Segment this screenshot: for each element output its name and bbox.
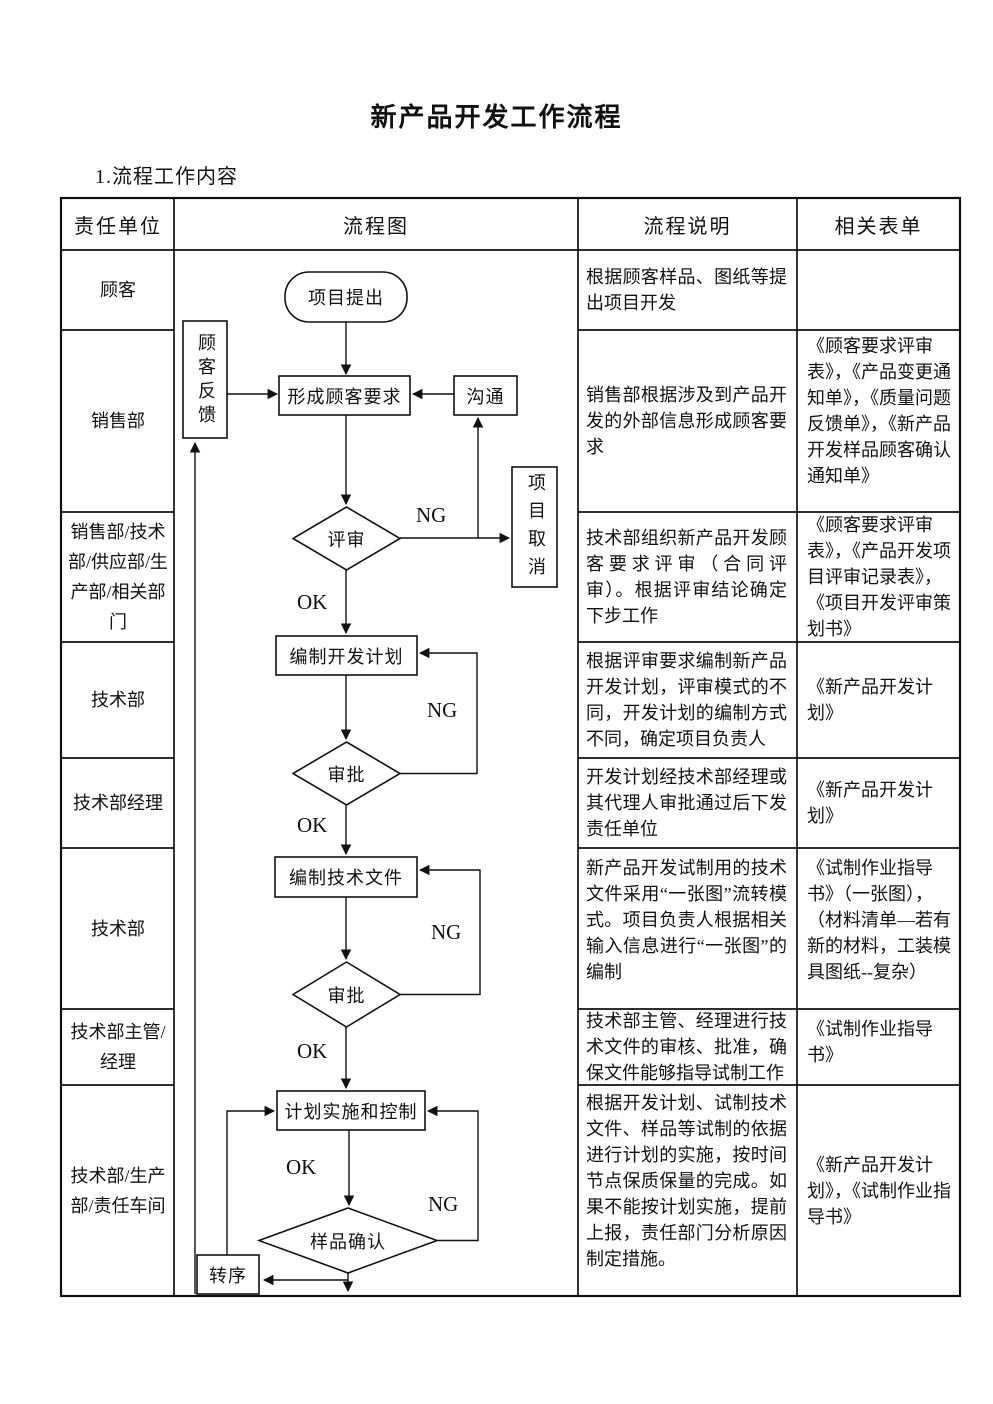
forms-cell: 《试制作业指导书》（一张图），（材料清单—若有新的材料，工装模具图纸--复杂）	[807, 858, 951, 982]
node-customer-feedback-label: 顾客反馈	[196, 332, 216, 429]
unit-cell: 技术部主管/经理	[70, 1022, 166, 1072]
description-cell: 根据开发计划、试制技术文件、样品等试制的依据进行计划的实施，按时间节点保质保量的…	[586, 1093, 787, 1269]
node-transfer-label: 转序	[209, 1265, 247, 1286]
branch-label-ng-approve1: NG	[427, 698, 458, 722]
loop-transfer-to-implement	[226, 1105, 276, 1255]
node-form-requirements-label: 形成顾客要求	[287, 386, 402, 407]
header-responsible-unit: 责任单位	[74, 215, 162, 238]
loop-sample-ng	[426, 1105, 479, 1242]
node-form-requirements-shape	[278, 375, 411, 416]
node-approve2-diamond	[291, 961, 402, 1028]
unit-cell: 技术部经理	[73, 793, 163, 813]
node-review-label: 评审	[327, 529, 366, 550]
unit-cell: 技术部	[91, 690, 145, 710]
header-related-forms: 相关表单	[834, 215, 923, 238]
forms-cell: 《试制作业指导书》	[807, 1019, 933, 1065]
branch-label-ng-approve2: NG	[431, 920, 462, 944]
description-cell: 技术部组织新产品开发顾客要求评审（合同评审）。根据评审结论确定下步工作	[586, 528, 787, 626]
flow-connectors	[189, 322, 511, 1294]
node-transfer-shape	[196, 1254, 260, 1295]
node-make-techdocs-shape	[274, 856, 418, 898]
loop-approve2-ng	[400, 864, 481, 996]
description-cell: 技术部主管、经理进行技术文件的审核、批准，确保文件能够指导试制工作	[586, 1011, 787, 1083]
unit-cell: 销售部/技术部/供应部/生产部/相关部门	[67, 522, 168, 632]
description-cell: 开发计划经技术部经理或其代理人审批通过后下发责任单位	[586, 767, 787, 839]
unit-cell: 技术部	[91, 918, 145, 939]
forms-cell: 《新产品开发计划》	[807, 780, 933, 826]
node-project-proposal-label: 项目提出	[308, 288, 384, 308]
description-cell: 新产品开发试制用的技术文件采用“一张图”流转模式。项目负责人根据相关输入信息进行…	[586, 858, 787, 982]
node-approve1-diamond	[291, 741, 402, 806]
node-review-diamond	[291, 506, 402, 571]
forms-cell: 《顾客要求评审表》，《产品变更通知单》，《质量问题反馈单》，《新产品开发样品顾客…	[807, 336, 951, 486]
branch-label-ng-review: NG	[416, 503, 447, 527]
unit-cell: 顾客	[100, 280, 136, 300]
loop-approve1-ng	[400, 647, 478, 775]
node-plan-implement-shape	[276, 1090, 426, 1131]
node-project-cancel-label: 项目取消	[526, 473, 546, 585]
description-cell: 销售部根据涉及到产品开发的外部信息形成顾客要求	[586, 385, 787, 457]
node-plan-implement-label: 计划实施和控制	[284, 1101, 418, 1122]
node-communicate-shape	[453, 375, 518, 416]
forms-cell: 《新产品开发计划》	[807, 677, 933, 723]
unit-cell: 销售部	[91, 411, 145, 431]
node-communicate-label: 沟通	[466, 386, 505, 407]
forms-cell: 《顾客要求评审表》，《产品开发项目评审记录表》，《项目开发评审策划书》	[807, 515, 951, 639]
header-flowchart: 流程图	[343, 215, 409, 238]
unit-cell: 技术部/生产部/责任车间	[70, 1165, 166, 1216]
branch-label-ok-review: OK	[297, 590, 328, 614]
node-make-techdocs-label: 编制技术文件	[289, 868, 403, 888]
header-process-description: 流程说明	[643, 215, 732, 238]
branch-label-ok-approve2: OK	[297, 1039, 328, 1063]
node-sample-confirm-label: 样品确认	[310, 1231, 386, 1252]
node-make-devplan-label: 编制开发计划	[289, 646, 404, 667]
description-cell: 根据评审要求编制新产品开发计划，评审模式的不同，开发计划的编制方式不同，确定项目…	[586, 651, 787, 749]
description-cell: 根据顾客样品、图纸等提出项目开发	[586, 267, 787, 313]
forms-cell: 《新产品开发计划》，《试制作业指导书》	[807, 1154, 951, 1227]
branch-label-ok-approve1: OK	[297, 813, 328, 837]
page-title: 新产品开发工作流程	[370, 103, 623, 133]
section-heading: 1.流程工作内容	[95, 166, 238, 188]
branch-label-ng-sample: NG	[428, 1192, 459, 1216]
node-customer-feedback-shape	[182, 320, 228, 439]
table-grid	[59, 196, 962, 1298]
node-sample-confirm-diamond	[256, 1207, 440, 1274]
node-approve1-label: 审批	[327, 764, 366, 785]
branch-label-ok-implement: OK	[286, 1155, 317, 1179]
node-project-proposal-shape	[284, 271, 408, 323]
node-approve2-label: 审批	[327, 985, 366, 1006]
node-make-devplan-shape	[275, 635, 418, 676]
node-project-cancel-shape	[511, 466, 558, 588]
